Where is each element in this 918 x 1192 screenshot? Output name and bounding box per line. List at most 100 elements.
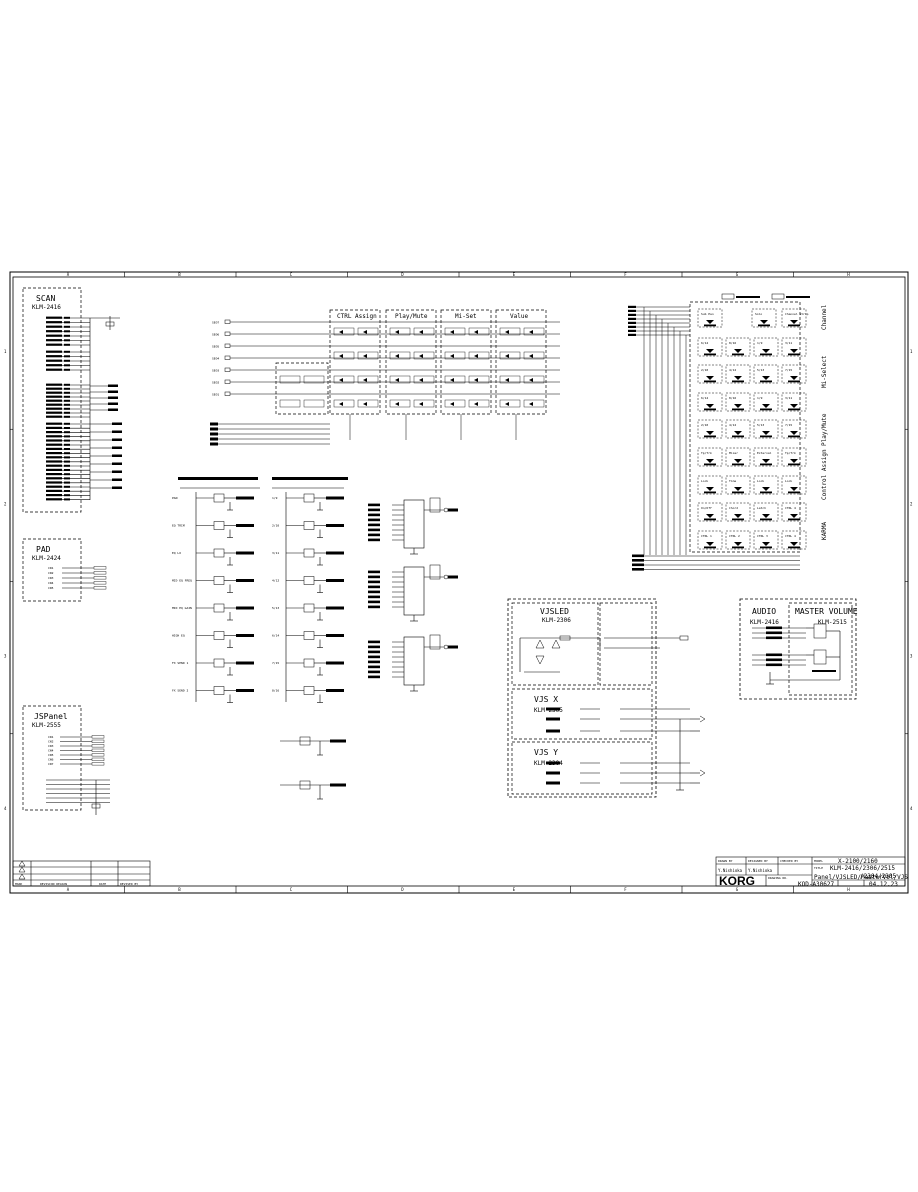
led-cell xyxy=(753,364,779,384)
led-bus-flag xyxy=(628,325,636,328)
js-slider-pot xyxy=(299,736,311,746)
grid-col-bottom: C xyxy=(290,887,293,892)
scan-block: SCAN KLM-2416 xyxy=(22,287,120,513)
scan-pin-number xyxy=(64,473,70,476)
led-diode xyxy=(706,404,714,408)
ic-input-flag xyxy=(368,585,380,589)
led-cell xyxy=(781,530,807,550)
led-ref xyxy=(788,380,800,383)
switch-contact xyxy=(444,327,466,336)
scan-pin-label xyxy=(46,473,62,476)
scan-pin-label xyxy=(46,403,62,406)
js-net-flag xyxy=(91,744,105,748)
slider-net xyxy=(236,496,254,500)
led-ref xyxy=(788,353,800,356)
led-ref xyxy=(788,518,800,521)
ic-input-flag xyxy=(368,650,380,654)
rev-header-reason: REVISION REASON xyxy=(40,882,67,886)
switch-contact xyxy=(444,351,466,360)
led-ref xyxy=(760,380,772,383)
rev-header-mark: MARK xyxy=(15,882,22,886)
scan-title: SCAN xyxy=(36,294,55,303)
switch-contact xyxy=(444,375,466,384)
grid-row-right: 3 xyxy=(910,654,913,659)
js-slider-net xyxy=(330,739,346,743)
js-slider-pot xyxy=(299,780,311,790)
switch-contact xyxy=(357,399,379,408)
vjs-led xyxy=(535,655,545,665)
switch-contact xyxy=(468,327,490,336)
led-ref xyxy=(732,491,744,494)
slider-net-2 xyxy=(326,606,344,610)
grid-row-right: 2 xyxy=(910,501,913,506)
led-ref xyxy=(704,491,716,494)
scan-cap xyxy=(105,321,115,327)
switch-diode xyxy=(505,378,509,382)
led-diode xyxy=(706,459,714,463)
scan-net-label xyxy=(112,478,122,481)
ic-input-flag xyxy=(368,508,380,512)
audio-wiring xyxy=(752,623,841,685)
slider-net xyxy=(236,661,254,665)
title-line-3: Panel/VJSLED/MasterVol/VJS xyxy=(814,874,908,881)
led-section-mi-select: Mi-Select xyxy=(821,355,828,388)
switch-contact xyxy=(413,327,435,336)
led-ref xyxy=(788,463,800,466)
pad-pin: CN3 xyxy=(48,576,54,580)
switch-contact xyxy=(303,375,325,384)
led-cell-label: 5/13 xyxy=(757,368,764,372)
switch-contact xyxy=(468,351,490,360)
led-diode xyxy=(734,376,742,380)
scan-pin-label xyxy=(46,364,62,367)
led-ref xyxy=(732,546,744,549)
slider-net xyxy=(236,551,254,555)
js-net-flag xyxy=(91,757,105,761)
ic-aux xyxy=(429,634,441,650)
led-cell-label: External xyxy=(757,451,772,455)
scan-net-label xyxy=(112,430,122,433)
led-diode xyxy=(762,376,770,380)
led-diode xyxy=(706,349,714,353)
vjs-led xyxy=(535,639,545,649)
led-ref xyxy=(704,408,716,411)
led-cell xyxy=(781,392,807,412)
vjs-out xyxy=(699,769,706,777)
slider-pot xyxy=(213,521,225,530)
vjsled-title: VJSLED xyxy=(540,607,569,616)
led-bus-flag xyxy=(628,313,636,316)
scan-net-label xyxy=(112,446,122,449)
model-value: X-2100/2160 xyxy=(838,858,878,865)
led-cell-label: 3/11 xyxy=(785,396,792,400)
led-cell-label: 8/16 xyxy=(729,396,736,400)
master-volume-part: KLM-2515 xyxy=(818,619,847,626)
revision-triangle-icon xyxy=(18,860,26,867)
slider-pot-2 xyxy=(303,548,315,558)
switch-diode xyxy=(395,402,399,406)
ic-net xyxy=(448,508,458,512)
scan-pin-label xyxy=(46,489,62,492)
scan-pin-label xyxy=(46,477,62,480)
led-ref xyxy=(760,408,772,411)
slider-label: FX SEND 1 xyxy=(172,661,188,665)
scan-pin-label xyxy=(46,443,62,446)
pad-net-flag xyxy=(93,581,107,585)
switch-contact xyxy=(413,399,435,408)
scan-line: SEO6 xyxy=(212,333,219,337)
mux-ic xyxy=(403,636,425,686)
led-diode xyxy=(734,349,742,353)
led-cell xyxy=(753,502,779,522)
slider-label: PAN xyxy=(172,496,178,500)
grid-row-left: 1 xyxy=(4,349,7,354)
scan-pin-label xyxy=(46,325,62,328)
slider-pot xyxy=(213,548,225,558)
led-cell-label: Lock xyxy=(785,479,792,483)
led-cell xyxy=(697,419,723,439)
scan-pin-label xyxy=(46,350,62,353)
rev-header-revised-by: REVISED BY xyxy=(120,882,138,886)
led-cell xyxy=(725,530,751,550)
audio-pin xyxy=(766,663,782,667)
